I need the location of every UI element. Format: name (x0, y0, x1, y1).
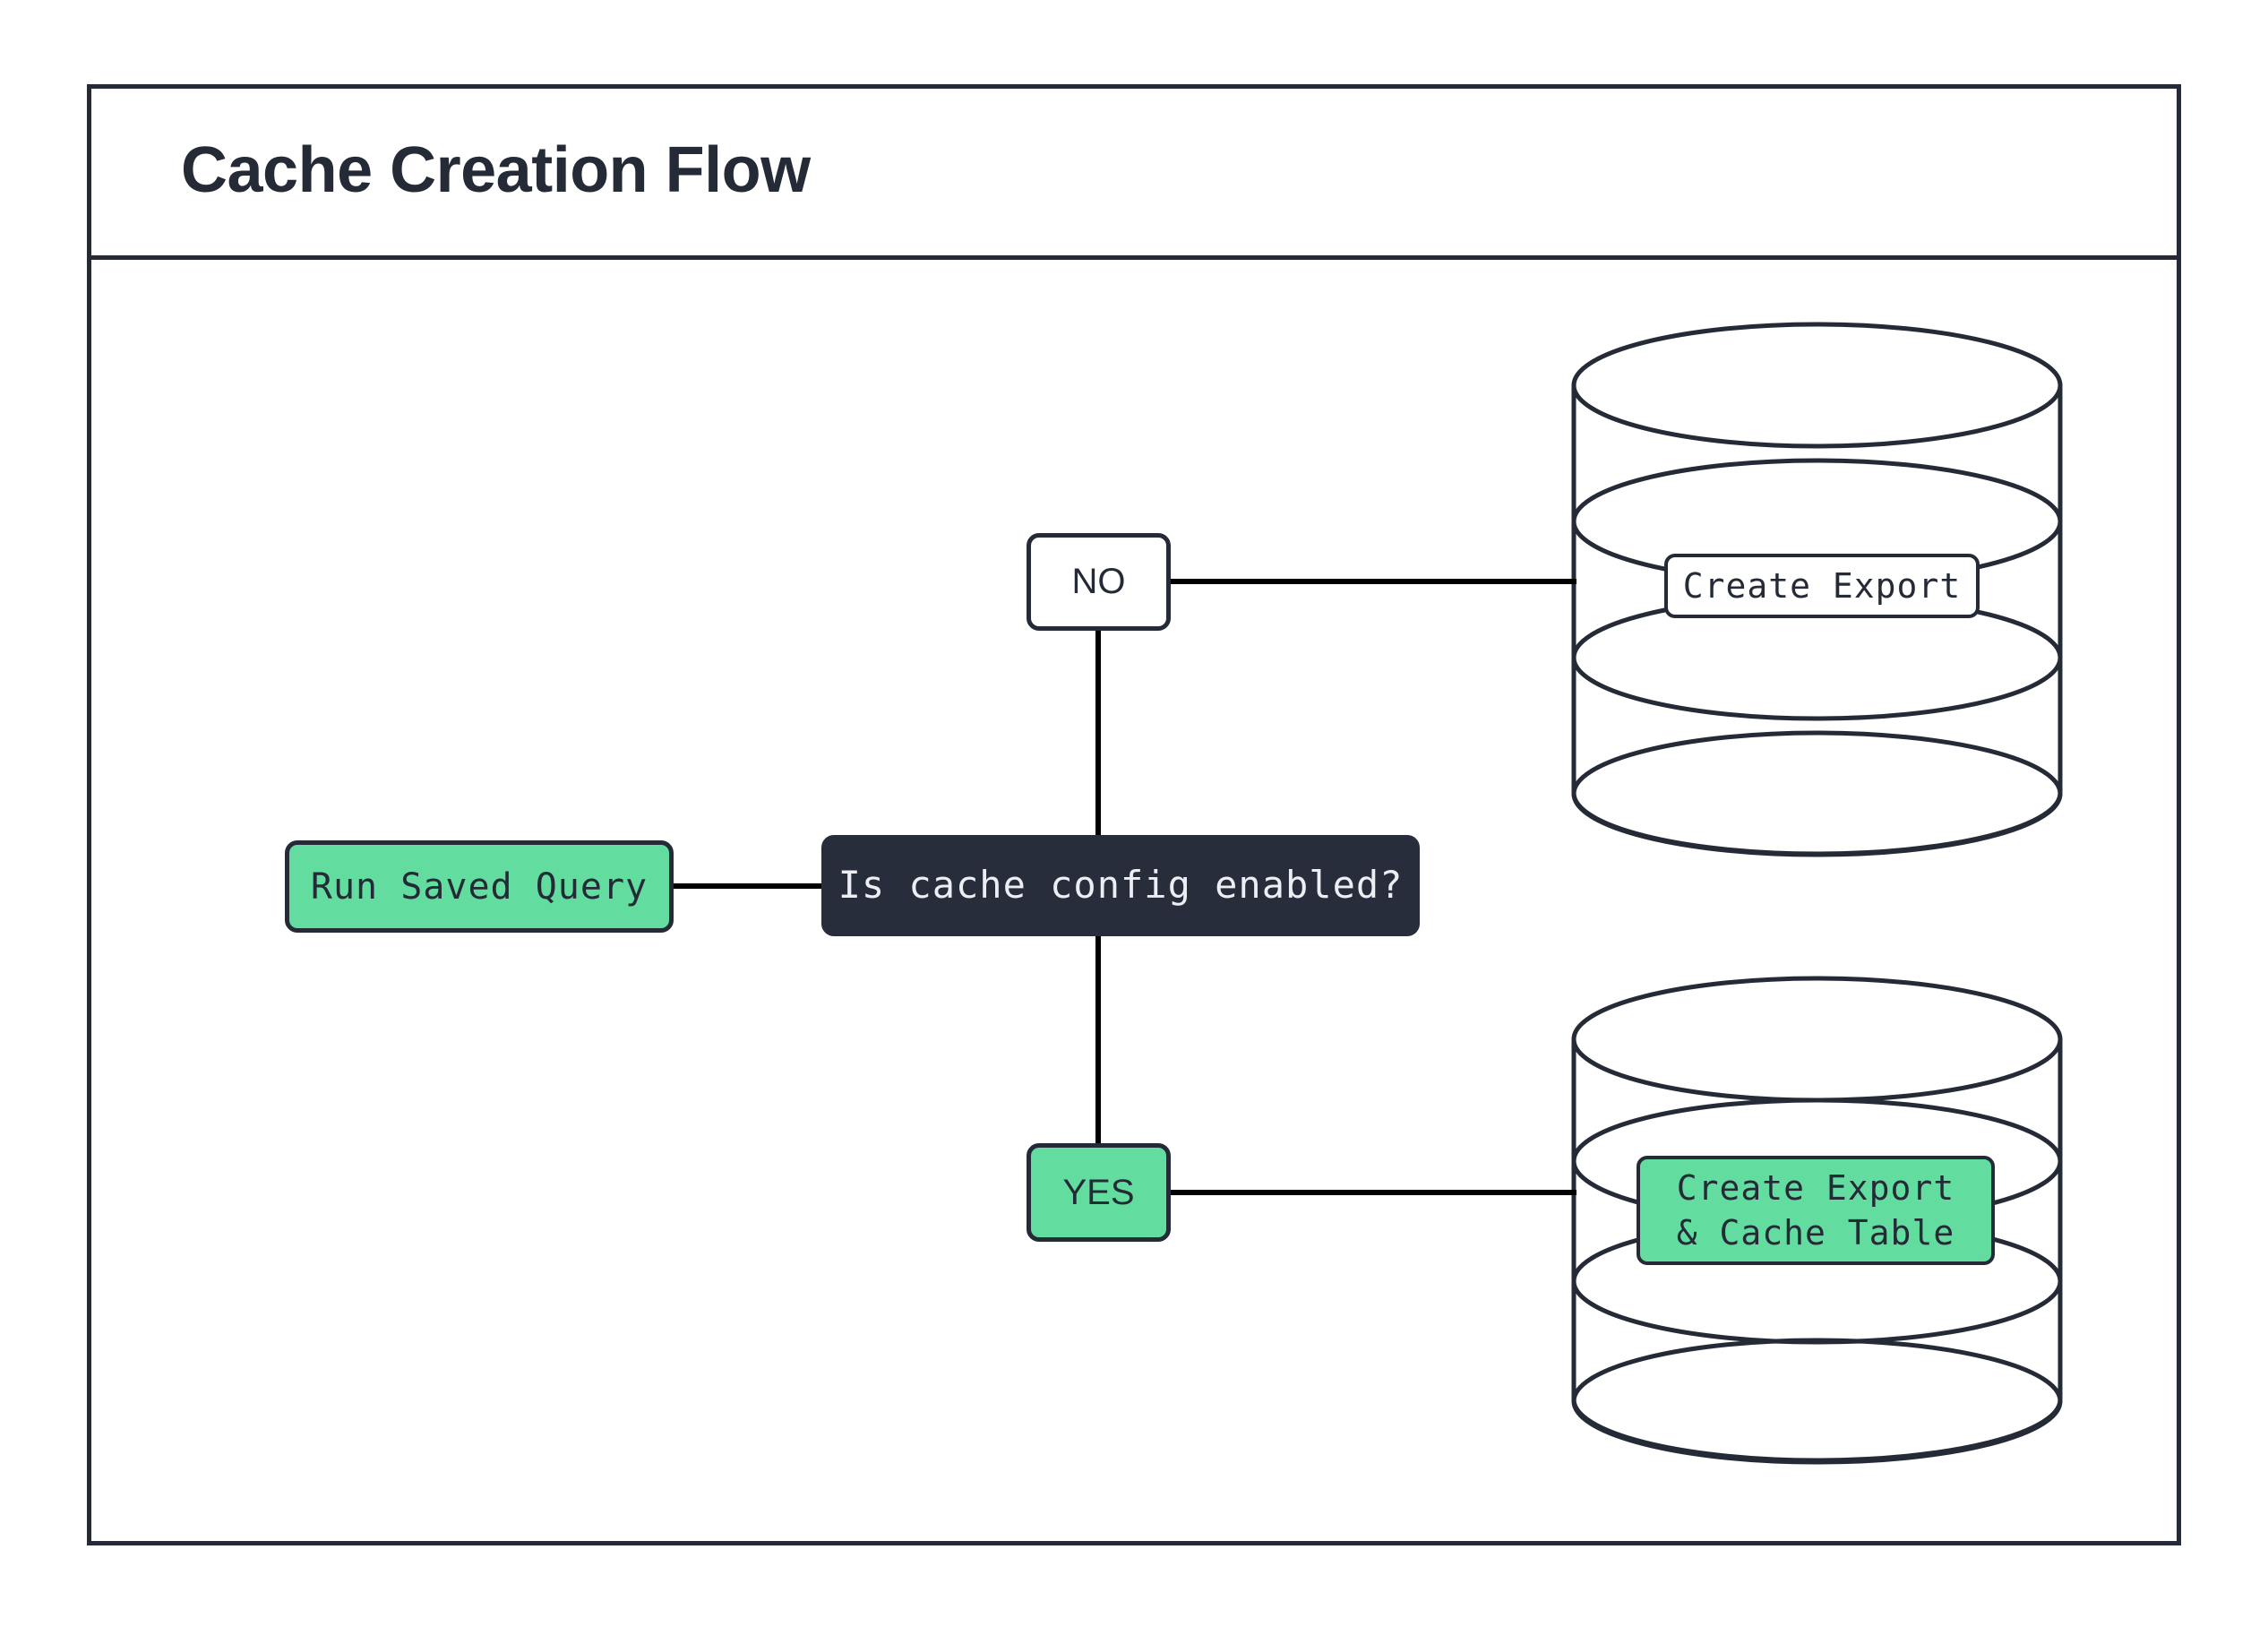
diagram-frame-header (91, 89, 2177, 260)
page-title: Cache Creation Flow (181, 134, 811, 206)
edge-label-no[interactable]: NO (1027, 533, 1171, 631)
node-decision-is-cache-config-enabled[interactable]: Is cache config enabled? (821, 835, 1420, 936)
node-run-saved-query[interactable]: Run Saved Query (285, 840, 674, 933)
node-db-top-label-create-export[interactable]: Create Export (1664, 554, 1980, 618)
diagram-frame: Cache Creation Flow (87, 84, 2181, 1545)
edge-label-yes[interactable]: YES (1027, 1143, 1171, 1242)
node-db-bottom-label-create-export-cache-table[interactable]: Create Export & Cache Table (1637, 1156, 1995, 1265)
